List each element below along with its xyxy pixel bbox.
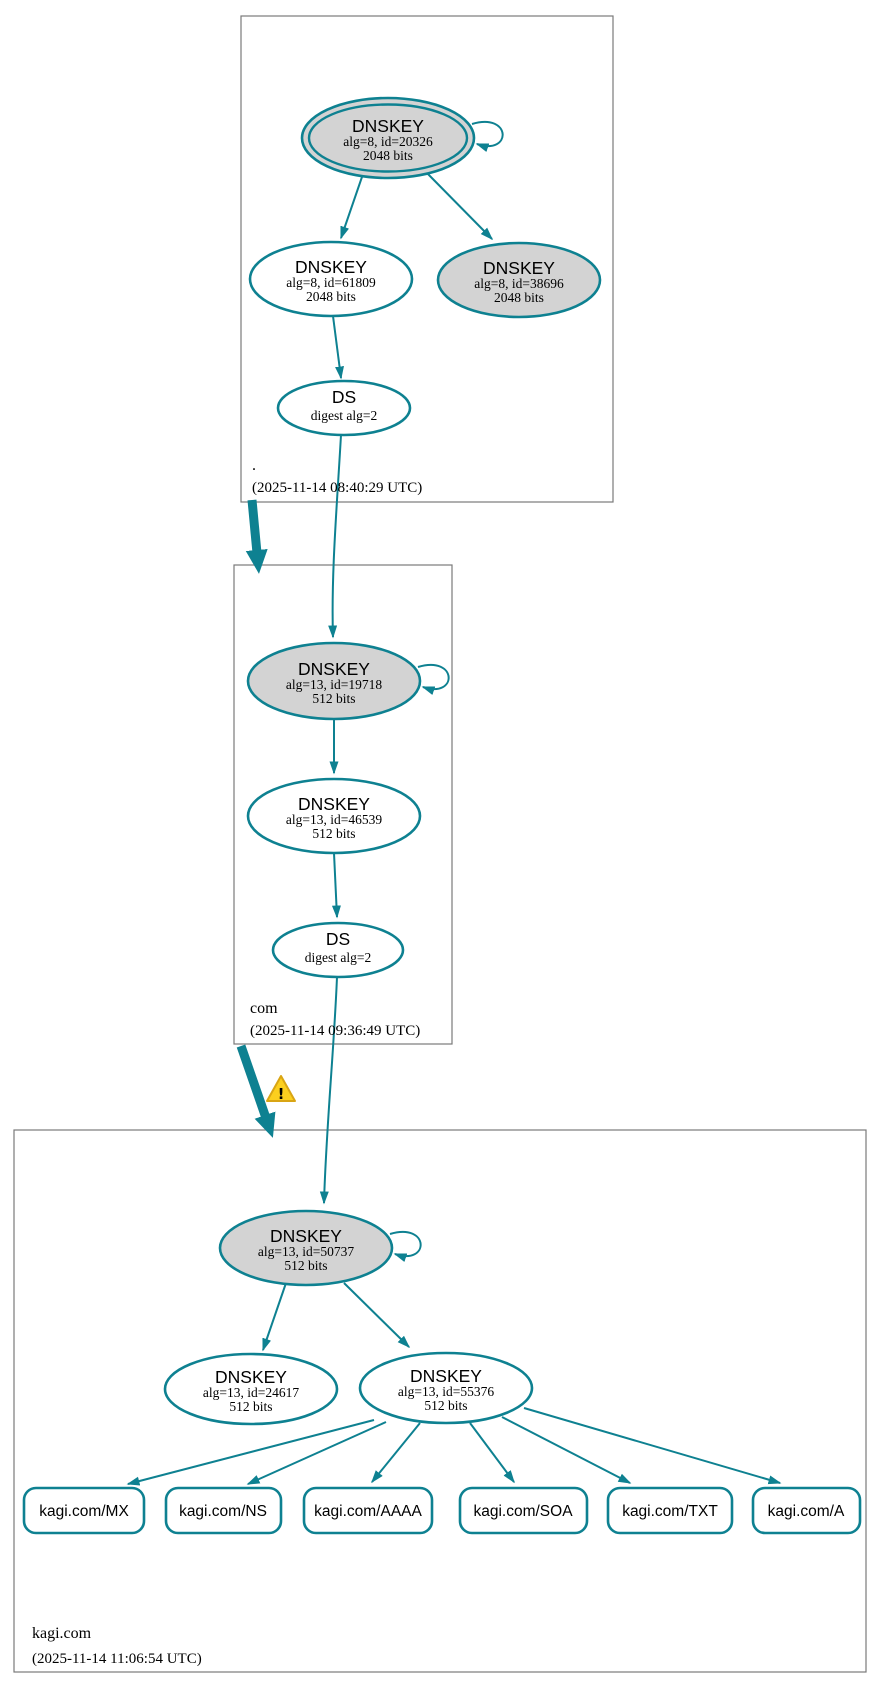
node-detail: alg=13, id=46539	[286, 812, 382, 827]
rrset-label: kagi.com/SOA	[473, 1503, 573, 1520]
root-zone-timestamp: (2025-11-14 08:40:29 UTC)	[252, 480, 422, 496]
edge-kagi-zsk-to-mx	[126, 1419, 375, 1486]
node-title: DNSKEY	[483, 258, 555, 278]
kagi-key24617-dnskey-node[interactable]: DNSKEY alg=13, id=24617 512 bits	[163, 1352, 339, 1426]
node-title: DNSKEY	[270, 1226, 342, 1246]
rrset-mx-node[interactable]: kagi.com/MX	[22, 1486, 146, 1535]
root-ksk-self-loop-arrow	[471, 121, 504, 152]
edge-kagi-zsk-to-aaaa	[371, 1422, 421, 1484]
node-title: DNSKEY	[298, 659, 370, 679]
edge-kagi-ksk-to-zsk	[343, 1282, 411, 1349]
node-bits: 2048 bits	[306, 289, 356, 304]
node-title: DNSKEY	[295, 257, 367, 277]
node-title: DNSKEY	[352, 116, 424, 136]
edge-kagi-zsk-to-soa	[469, 1422, 515, 1484]
edge-kagi-ksk-to-key24617	[262, 1282, 287, 1352]
delegation-arrow-com-to-kagi	[236, 1044, 276, 1138]
edge-root-ds-to-com-ksk	[328, 434, 342, 639]
root-zone-label: .	[252, 457, 256, 474]
node-bits: 512 bits	[312, 691, 355, 706]
kagi-zsk-dnskey-node[interactable]: DNSKEY alg=13, id=55376 512 bits	[358, 1351, 534, 1425]
edge-root-ksk-to-key38696	[423, 169, 494, 241]
node-title: DNSKEY	[410, 1366, 482, 1386]
delegation-arrow-root-to-com	[245, 499, 268, 574]
node-title: DS	[326, 929, 350, 949]
rrset-aaaa-node[interactable]: kagi.com/AAAA	[302, 1486, 434, 1535]
node-title: DNSKEY	[298, 794, 370, 814]
warning-icon[interactable]: !	[266, 1075, 296, 1103]
root-ksk-dnskey-node[interactable]: DNSKEY alg=8, id=20326 2048 bits	[300, 96, 476, 180]
node-detail: digest alg=2	[305, 950, 371, 965]
kagi-zone-timestamp: (2025-11-14 11:06:54 UTC)	[32, 1651, 202, 1667]
node-detail: alg=13, id=55376	[398, 1384, 494, 1399]
kagi-ksk-dnskey-node[interactable]: DNSKEY alg=13, id=50737 512 bits	[218, 1209, 394, 1287]
edge-kagi-zsk-to-txt	[501, 1416, 632, 1484]
rrset-label: kagi.com/NS	[179, 1503, 267, 1520]
node-detail: alg=13, id=24617	[203, 1385, 299, 1400]
rrset-soa-node[interactable]: kagi.com/SOA	[458, 1486, 589, 1535]
node-bits: 512 bits	[312, 826, 355, 841]
node-title: DNSKEY	[215, 1367, 287, 1387]
node-bits: 2048 bits	[494, 290, 544, 305]
node-bits: 512 bits	[229, 1399, 272, 1414]
node-bits: 512 bits	[284, 1258, 327, 1273]
node-detail: alg=13, id=19718	[286, 677, 382, 692]
warning-exclamation: !	[278, 1085, 285, 1103]
com-zone-timestamp: (2025-11-14 09:36:49 UTC)	[250, 1023, 420, 1039]
node-bits: 512 bits	[424, 1398, 467, 1413]
rrset-txt-node[interactable]: kagi.com/TXT	[606, 1486, 734, 1535]
com-ksk-dnskey-node[interactable]: DNSKEY alg=13, id=19718 512 bits	[246, 641, 422, 721]
com-zone-label: com	[250, 1000, 278, 1017]
rrset-label: kagi.com/TXT	[622, 1503, 718, 1520]
node-bits: 2048 bits	[363, 148, 413, 163]
root-key38696-dnskey-node[interactable]: DNSKEY alg=8, id=38696 2048 bits	[436, 241, 602, 319]
rrset-a-node[interactable]: kagi.com/A	[751, 1486, 862, 1535]
node-detail: alg=8, id=20326	[343, 134, 433, 149]
node-detail: alg=8, id=61809	[286, 275, 376, 290]
com-ds-node[interactable]: DS digest alg=2	[271, 921, 405, 979]
edge-root-zsk-to-ds	[332, 315, 344, 380]
node-title: DS	[332, 387, 356, 407]
kagi-ksk-self-loop-arrow	[389, 1231, 422, 1262]
rrset-label: kagi.com/A	[768, 1503, 845, 1520]
node-detail: digest alg=2	[311, 408, 377, 423]
edge-com-zsk-to-ds	[331, 852, 341, 919]
root-zsk-dnskey-node[interactable]: DNSKEY alg=8, id=61809 2048 bits	[248, 240, 414, 318]
com-ksk-self-loop-arrow	[417, 664, 450, 695]
node-detail: alg=8, id=38696	[474, 276, 564, 291]
edge-kagi-zsk-to-a	[523, 1407, 782, 1485]
edge-root-ksk-to-zsk	[340, 173, 364, 240]
edge-kagi-zsk-to-ns	[246, 1421, 387, 1485]
root-ds-node[interactable]: DS digest alg=2	[276, 379, 412, 437]
kagi-zone-label: kagi.com	[32, 1625, 92, 1642]
rrset-label: kagi.com/AAAA	[314, 1503, 422, 1520]
node-detail: alg=13, id=50737	[258, 1244, 354, 1259]
rrset-label: kagi.com/MX	[39, 1503, 129, 1520]
com-zsk-dnskey-node[interactable]: DNSKEY alg=13, id=46539 512 bits	[246, 777, 422, 855]
rrset-ns-node[interactable]: kagi.com/NS	[164, 1486, 283, 1535]
edge-com-ds-to-kagi-ksk	[319, 976, 338, 1205]
